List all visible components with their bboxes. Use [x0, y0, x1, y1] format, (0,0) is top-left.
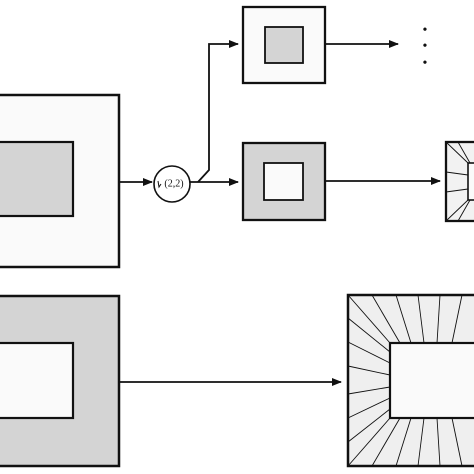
- radial-lines: [347, 294, 463, 467]
- operator-circle: [153, 165, 191, 203]
- node-inner-block: [388, 341, 474, 420]
- continuation-dot-2: •: [423, 39, 428, 54]
- node-input-upper: [0, 93, 121, 269]
- node-output-lower-radial: [346, 293, 474, 468]
- node-inner-block: [467, 162, 474, 201]
- node-inner-block: [264, 26, 304, 64]
- node-inner-block: [263, 162, 304, 201]
- radial-line: [445, 188, 469, 193]
- node-output-right-partial: [444, 140, 474, 223]
- radial-line: [445, 141, 469, 164]
- node-input-lower: [0, 294, 121, 468]
- node-inner-block: [0, 341, 75, 420]
- operator-tick-icon: [157, 180, 162, 189]
- edge-operator-to-branch-top: [197, 40, 239, 183]
- node-branch-middle: [241, 141, 327, 222]
- radial-line: [457, 199, 471, 222]
- operator-label: (2,2): [164, 178, 183, 189]
- operator-node: (2,2): [153, 165, 191, 203]
- radial-line: [445, 199, 469, 222]
- continuation-dots: • • •: [423, 23, 428, 71]
- radial-line: [457, 141, 471, 164]
- continuation-dot-1: •: [423, 23, 428, 38]
- continuation-dot-3: •: [423, 56, 428, 71]
- node-inner-block: [0, 140, 75, 218]
- radial-line: [445, 171, 469, 176]
- node-branch-top: [241, 5, 327, 85]
